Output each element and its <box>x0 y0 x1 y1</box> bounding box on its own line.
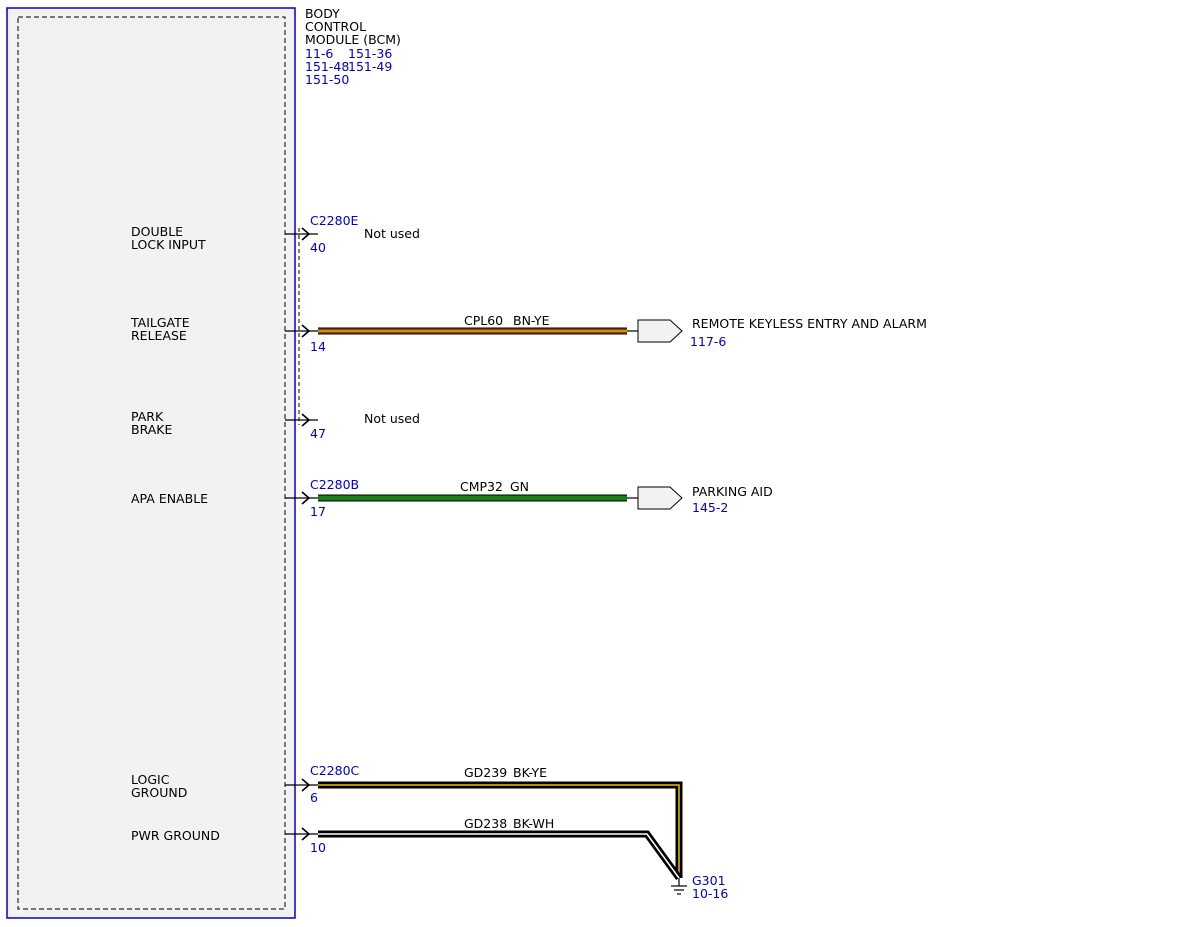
pin-label-line-1: PWR GROUND <box>131 828 220 843</box>
circuit-id: CMP32 <box>460 479 503 494</box>
pin-number: 6 <box>310 790 318 805</box>
destination-ref[interactable]: 145-2 <box>692 500 728 515</box>
pin-logic-ground: LOGIC GROUND C2280C 6 GD239 BK-YE <box>131 763 683 878</box>
connector-id[interactable]: C2280B <box>310 477 359 492</box>
wire-gd239[interactable] <box>318 781 683 878</box>
pin-label-line-2: GROUND <box>131 785 187 800</box>
module-ref-2[interactable]: 151-36 <box>348 46 392 61</box>
module-ref-1[interactable]: 11-6 <box>305 46 333 61</box>
pin-label-line-1: DOUBLE <box>131 224 183 239</box>
pin-apa-enable: APA ENABLE C2280B 17 CMP32 GN PARKING AI… <box>131 477 773 519</box>
module-ref-4[interactable]: 151-49 <box>348 59 392 74</box>
pin-label-line-2: RELEASE <box>131 328 187 343</box>
circuit-id: CPL60 <box>464 313 503 328</box>
destination-ref[interactable]: 117-6 <box>690 334 726 349</box>
wire-color-code: GN <box>510 479 529 494</box>
pin-label-line-2: BRAKE <box>131 422 173 437</box>
connector-arrow-icon <box>301 227 311 241</box>
body-control-module <box>6 7 300 919</box>
pin-number: 47 <box>310 426 326 441</box>
module-title-line-3: MODULE (BCM) <box>305 32 401 47</box>
pin-number: 40 <box>310 240 326 255</box>
pin-park-brake: PARK BRAKE 47 Not used <box>131 409 420 441</box>
pin-label-line-1: LOGIC <box>131 772 170 787</box>
pin-number: 14 <box>310 339 326 354</box>
ground-name[interactable]: G301 <box>692 873 726 888</box>
pin-pwr-ground: PWR GROUND 10 GD238 BK-WH <box>131 816 682 881</box>
connector-arrow-icon <box>301 324 311 338</box>
destination-name: REMOTE KEYLESS ENTRY AND ALARM <box>692 316 927 331</box>
pin-tailgate-release: TAILGATE RELEASE 14 CPL60 BN-YE REMOTE K… <box>130 313 927 354</box>
module-title-line-1: BODY <box>305 6 340 21</box>
ground-point-g301: G301 10-16 <box>671 873 728 901</box>
connector-id[interactable]: C2280E <box>310 213 359 228</box>
pin-status: Not used <box>364 411 420 426</box>
ground-symbol-icon <box>671 885 687 895</box>
pin-label-line-1: PARK <box>131 409 164 424</box>
ground-ref[interactable]: 10-16 <box>692 886 728 901</box>
connector-arrow-icon <box>301 778 311 792</box>
pin-number: 17 <box>310 504 326 519</box>
connector-id[interactable]: C2280C <box>310 763 360 778</box>
pin-label-line-1: TAILGATE <box>130 315 190 330</box>
destination-connector-icon[interactable] <box>637 486 683 510</box>
module-header: BODY CONTROL MODULE (BCM) 11-6 151-36 15… <box>305 6 401 87</box>
connector-arrow-icon <box>301 491 311 505</box>
circuit-id: GD239 <box>464 765 507 780</box>
destination-name: PARKING AID <box>692 484 773 499</box>
module-ref-5[interactable]: 151-50 <box>305 72 349 87</box>
module-ref-3[interactable]: 151-48 <box>305 59 349 74</box>
wire-color-code: BK-WH <box>513 816 554 831</box>
module-outline <box>6 7 296 919</box>
connector-arrow-icon <box>301 827 311 841</box>
pin-number: 10 <box>310 840 326 855</box>
wire-gd238[interactable] <box>318 830 682 881</box>
connector-arrow-icon <box>301 413 311 427</box>
destination-connector-icon[interactable] <box>637 319 683 343</box>
pin-double-lock-input: DOUBLE LOCK INPUT C2280E 40 Not used <box>131 213 420 255</box>
module-title-line-2: CONTROL <box>305 19 366 34</box>
wire-color-code: BK-YE <box>513 765 547 780</box>
module-inner-dashed-border <box>17 16 286 910</box>
pin-label-line-1: APA ENABLE <box>131 491 208 506</box>
wire-color-code: BN-YE <box>513 313 550 328</box>
pin-label-line-2: LOCK INPUT <box>131 237 206 252</box>
pin-status: Not used <box>364 226 420 241</box>
circuit-id: GD238 <box>464 816 507 831</box>
